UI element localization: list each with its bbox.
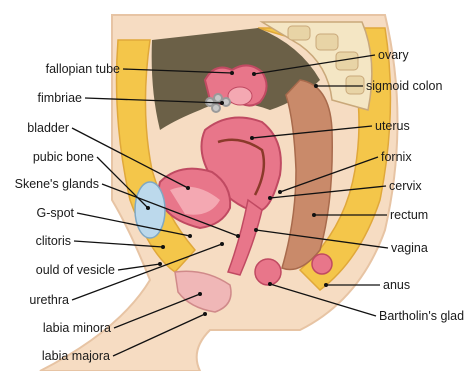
label-rectum: rectum [390, 208, 428, 222]
label-vagina: vagina [391, 241, 428, 255]
label-clitoris: clitoris [36, 234, 71, 248]
label-skenes-glands: Skene's glands [15, 177, 99, 191]
label-ovary: ovary [378, 48, 409, 62]
label-labia-majora: labia majora [42, 349, 110, 363]
label-urethra: urethra [29, 293, 69, 307]
label-bladder: bladder [27, 121, 69, 135]
bartholins-gland-shape [255, 259, 281, 285]
label-bartholins-gland: Bartholin's glad [379, 309, 464, 323]
label-pubic-bone: pubic bone [33, 150, 94, 164]
label-g-spot: G-spot [36, 206, 74, 220]
label-fornix: fornix [381, 150, 412, 164]
label-sigmoid-colon: sigmoid colon [366, 79, 442, 93]
label-labia-minora: labia minora [43, 321, 111, 335]
anus-shape [312, 254, 332, 274]
label-fimbriae: fimbriae [38, 91, 83, 105]
label-cervix: cervix [389, 179, 422, 193]
label-uterus: uterus [375, 119, 410, 133]
label-fallopian-tube: fallopian tube [46, 62, 120, 76]
label-anus: anus [383, 278, 410, 292]
label-fold-of-vesicle: ould of vesicle [36, 263, 115, 277]
